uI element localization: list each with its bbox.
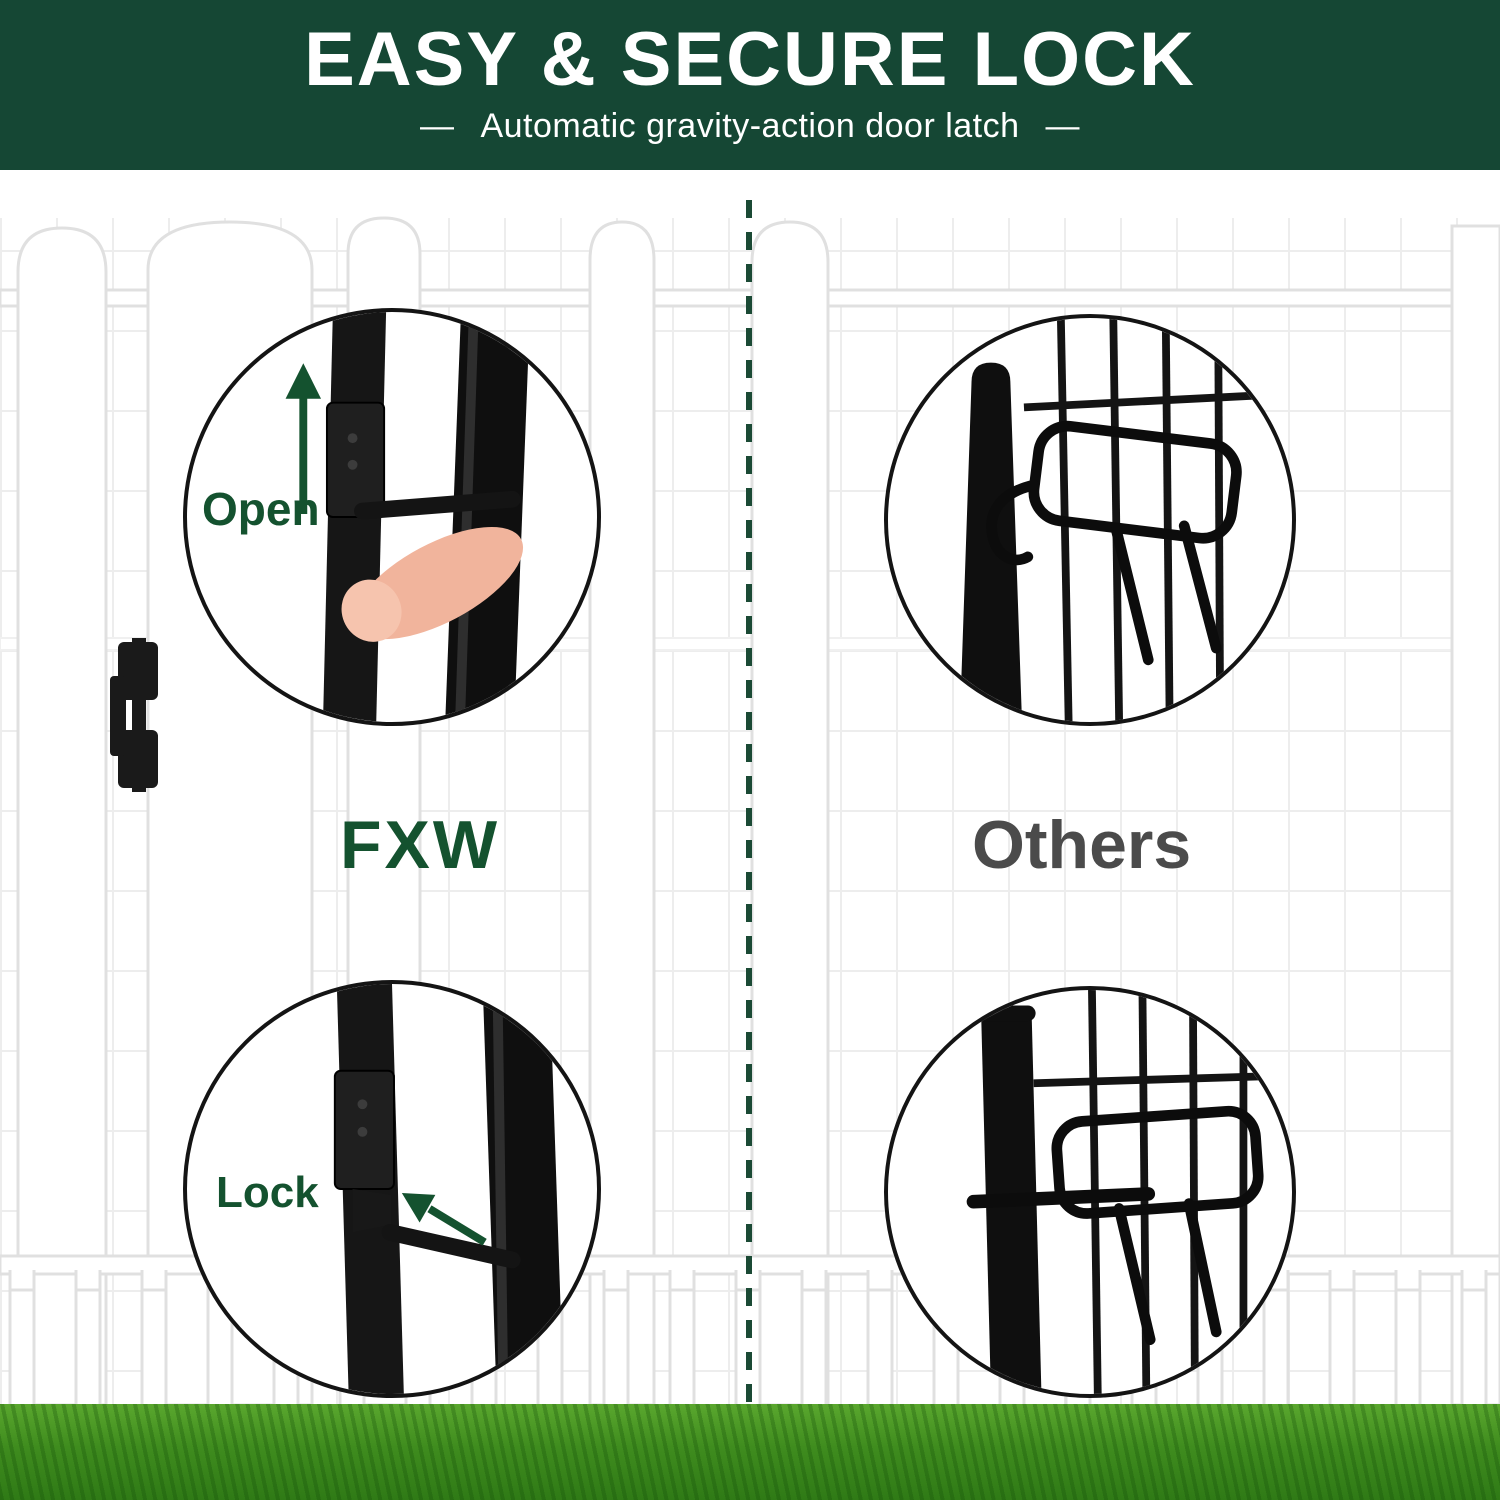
subtitle-dash-left: — — [419, 107, 455, 145]
latch-handle — [381, 1223, 521, 1269]
others-brand-label: Others — [972, 807, 1192, 883]
others-latch-bottom-image — [966, 990, 1292, 1394]
fxw-open-callout — [183, 308, 601, 726]
header-subtitle: — Automatic gravity-action door latch — — [0, 107, 1500, 146]
fxw-brand-label: FXW — [340, 807, 501, 883]
others-latch-top-callout — [884, 314, 1296, 726]
fxw-lock-callout — [183, 980, 601, 1398]
fxw-lock-latch-image — [333, 984, 564, 1394]
latch-pin — [966, 1187, 1156, 1209]
wire-loop-latch — [1051, 1105, 1264, 1345]
arrow-up-left-icon — [401, 1192, 487, 1246]
arrow-up-icon — [285, 363, 322, 515]
open-label: Open — [202, 483, 320, 535]
header-banner: EASY & SECURE LOCK — Automatic gravity-a… — [0, 0, 1500, 170]
latch-bracket — [325, 401, 386, 518]
grass-strip — [0, 1404, 1500, 1500]
wire-loop-latch — [986, 420, 1242, 666]
lock-label: Lock — [216, 1168, 319, 1217]
others-latch-bottom-callout — [884, 986, 1296, 1398]
latch-hook — [352, 1189, 392, 1233]
fence-wires — [1023, 318, 1292, 722]
page-title: EASY & SECURE LOCK — [304, 17, 1196, 102]
others-latch-top-image — [959, 318, 1292, 722]
fxw-open-latch-image — [285, 312, 530, 722]
subtitle-dash-right: — — [1045, 107, 1081, 145]
finger — [341, 526, 524, 642]
latch-handle — [354, 490, 521, 520]
subtitle-text: Automatic gravity-action door latch — [480, 107, 1020, 145]
divider-dashed-line — [746, 200, 752, 1405]
gate-hinge — [110, 638, 158, 792]
